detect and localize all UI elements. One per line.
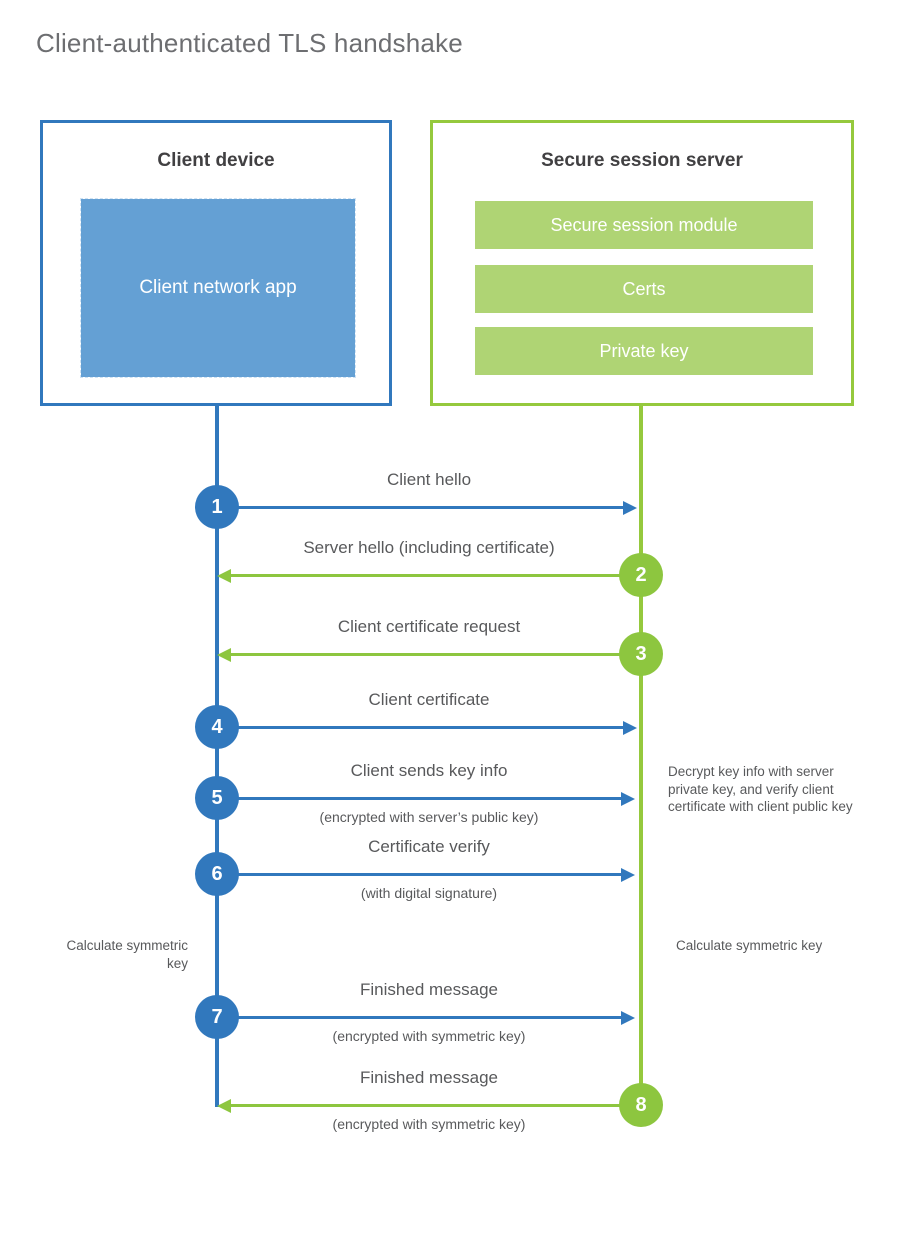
message-arrow-line [231, 653, 641, 656]
secure-session-server-box: Secure session server Secure session mod… [430, 120, 854, 406]
message-arrow-line [217, 873, 621, 876]
message-label: Client certificate request [337, 617, 521, 636]
client-device-box: Client device Client network app [40, 120, 392, 406]
step-badge-6[interactable]: 6 [195, 852, 239, 896]
client-device-title: Client device [157, 150, 275, 171]
message-sublabel: (encrypted with server’s public key) [319, 809, 539, 825]
message-sublabel: (encrypted with symmetric key) [332, 1116, 526, 1132]
message-label: Client certificate [368, 690, 490, 709]
server-module-label: Certs [622, 278, 666, 299]
message-arrow-line [217, 506, 623, 509]
arrow-head-right-icon [623, 721, 637, 735]
message-arrow-line [217, 797, 621, 800]
message-label: Server hello (including certificate) [303, 538, 555, 557]
message-label: Certificate verify [368, 837, 490, 856]
message-label: Client hello [386, 470, 472, 489]
message-sublabel: (encrypted with symmetric key) [332, 1028, 526, 1044]
step-badge-5[interactable]: 5 [195, 776, 239, 820]
server-module-label: Private key [599, 340, 689, 361]
server-decrypt-note: Decrypt key info with server private key… [668, 764, 853, 814]
server-module-certs: Certs [475, 265, 813, 313]
arrow-head-left-icon [217, 569, 231, 583]
arrow-head-right-icon [621, 1011, 635, 1025]
message-arrow-line [231, 1104, 641, 1107]
message-label: Client sends key info [350, 761, 508, 780]
client-network-app-block: Client network app [80, 198, 356, 378]
server-module-secure-session-module: Secure session module [475, 201, 813, 249]
step-badge-4[interactable]: 4 [195, 705, 239, 749]
message-label: Finished message [360, 980, 498, 999]
step-badge-8[interactable]: 8 [619, 1083, 663, 1127]
arrow-head-right-icon [621, 868, 635, 882]
client-lifeline [215, 406, 219, 1107]
server-lifeline [639, 406, 643, 1105]
client-calculate-symmetric-key-note: Calculate symmetric key [66, 938, 188, 971]
step-badge-2[interactable]: 2 [619, 553, 663, 597]
message-label: Finished message [360, 1068, 498, 1087]
client-network-app-label: Client network app [139, 277, 297, 298]
message-arrow-line [217, 1016, 621, 1019]
arrow-head-right-icon [623, 501, 637, 515]
message-arrow-line [217, 726, 623, 729]
server-calculate-symmetric-key-note: Calculate symmetric key [676, 938, 823, 953]
arrow-head-left-icon [217, 648, 231, 662]
secure-session-server-title: Secure session server [541, 150, 743, 171]
step-badge-1[interactable]: 1 [195, 485, 239, 529]
step-badge-7[interactable]: 7 [195, 995, 239, 1039]
arrow-head-left-icon [217, 1099, 231, 1113]
arrow-head-right-icon [621, 792, 635, 806]
message-sublabel: (with digital signature) [360, 885, 498, 901]
server-module-label: Secure session module [550, 214, 738, 235]
step-badge-3[interactable]: 3 [619, 632, 663, 676]
message-arrow-line [231, 574, 641, 577]
page-title: Client-authenticated TLS handshake [36, 28, 463, 58]
server-module-private-key: Private key [475, 327, 813, 375]
